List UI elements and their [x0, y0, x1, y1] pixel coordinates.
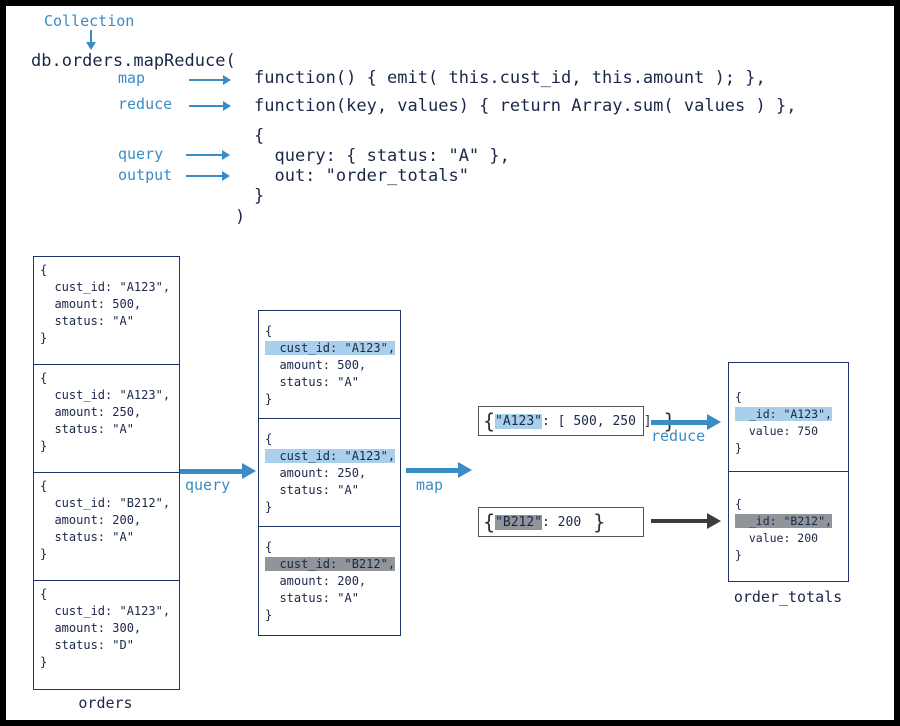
reduce-param-label: reduce: [118, 95, 173, 113]
reduce-param-arrow: [189, 101, 231, 111]
mapreduce-call: db.orders.mapReduce(: [31, 51, 236, 71]
filtered-document: { cust_id: "A123", amount: 250, status: …: [259, 419, 400, 527]
order-totals-caption: order_totals: [733, 588, 843, 606]
orders-caption: orders: [78, 694, 133, 712]
result-document: { _id: "B212", value: 200}: [735, 497, 832, 562]
filtered-document: { cust_id: "A123", amount: 500, status: …: [259, 311, 400, 419]
filtered-documents: { cust_id: "A123", amount: 500, status: …: [258, 310, 401, 636]
map-function-code: function() { emit( this.cust_id, this.am…: [254, 68, 766, 88]
orders-document: { cust_id: "B212", amount: 200, status: …: [34, 473, 179, 581]
collection-arrow: [90, 30, 92, 44]
output-option-code: out: "order_totals": [254, 166, 469, 186]
map-param-label: map: [118, 69, 146, 87]
map-stage-label: map: [416, 476, 444, 494]
order-totals-collection: { _id: "A123", value: 750} { _id: "B212"…: [728, 362, 849, 582]
orders-document: { cust_id: "A123", amount: 300, status: …: [40, 587, 171, 669]
query-param-label: query: [118, 145, 164, 163]
options-open-brace: {: [254, 126, 265, 146]
passthrough-arrow: [651, 513, 721, 529]
filtered-document: { cust_id: "B212", amount: 200, status: …: [265, 540, 396, 622]
query-param-arrow: [186, 150, 230, 160]
mapreduce-close-paren: ): [235, 207, 246, 227]
query-stage-arrow: [180, 463, 256, 479]
output-param-label: output: [118, 166, 173, 184]
reduce-stage-label: reduce: [651, 427, 706, 445]
map-param-arrow: [189, 75, 231, 85]
mapped-pair-b212: {"B212": 200 }: [478, 507, 644, 537]
reduce-stage-arrow: [651, 414, 721, 430]
diagram-panel: Collection db.orders.mapReduce( map func…: [6, 6, 894, 720]
collection-arrow-head: [86, 42, 96, 50]
orders-collection: { cust_id: "A123", amount: 500, status: …: [33, 256, 180, 690]
output-param-arrow: [186, 171, 230, 181]
query-stage-label: query: [185, 476, 231, 494]
orders-document: { cust_id: "A123", amount: 500, status: …: [34, 257, 179, 365]
mapped-pair-a123: {"A123": [ 500, 250 ] }: [478, 406, 676, 436]
map-stage-arrow: [406, 462, 472, 478]
options-close-brace: }: [254, 186, 265, 206]
orders-document: { cust_id: "A123", amount: 250, status: …: [34, 365, 179, 473]
collection-label: Collection: [44, 12, 135, 30]
result-document: { _id: "A123", value: 750}: [729, 363, 848, 472]
query-option-code: query: { status: "A" },: [254, 146, 510, 166]
reduce-function-code: function(key, values) { return Array.sum…: [254, 96, 797, 116]
